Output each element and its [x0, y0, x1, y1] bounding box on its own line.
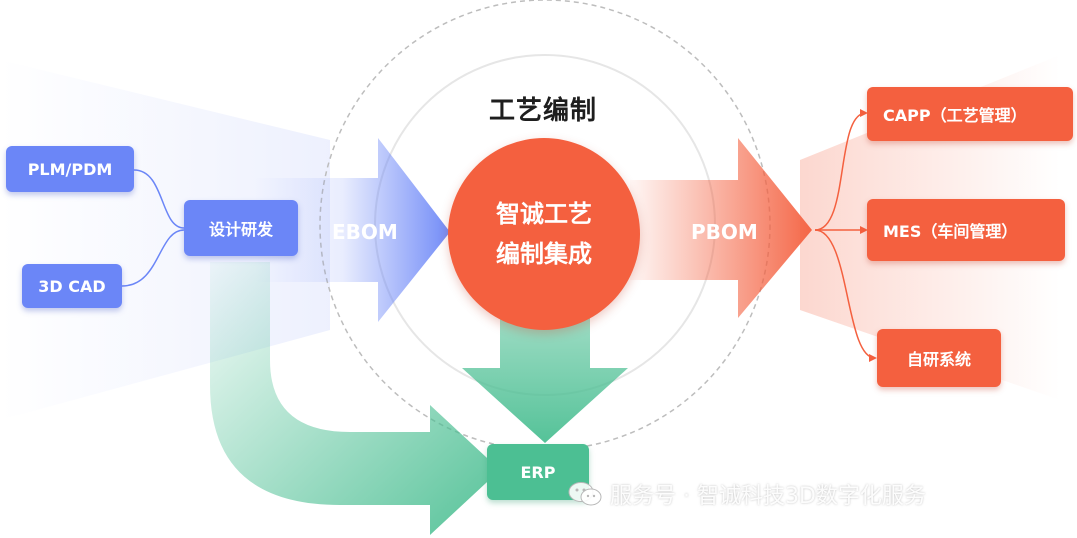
ebom-label: EBOM	[332, 220, 398, 244]
pbom-arrow	[630, 138, 812, 318]
plm-pdm-box: PLM/PDM	[6, 146, 134, 192]
plm-connector	[133, 169, 185, 229]
core-line-1: 智诚工艺	[496, 200, 592, 228]
erp-down-arrow	[462, 318, 628, 443]
core-process-circle: 智诚工艺 编制集成	[448, 138, 640, 330]
diagram-title: 工艺编制	[489, 96, 598, 126]
core-line-2: 编制集成	[496, 240, 592, 268]
design-rd-box: 设计研发	[184, 200, 298, 256]
self-arrowhead	[869, 354, 877, 362]
self-connector	[814, 229, 876, 359]
ebom-arrow	[255, 138, 450, 322]
cad-connector	[121, 229, 185, 287]
pbom-label: PBOM	[691, 220, 758, 244]
capp-box: CAPP（工艺管理）	[867, 87, 1073, 141]
3d-cad-box: 3D CAD	[22, 264, 122, 308]
wechat-icon	[568, 482, 602, 506]
green-curve-arrow	[210, 262, 500, 535]
self-developed-box: 自研系统	[877, 329, 1001, 387]
capp-arrowhead	[860, 109, 868, 117]
capp-connector	[814, 112, 867, 231]
watermark: 服务号 · 智诚科技3D数字化服务	[568, 478, 926, 510]
mes-arrowhead	[860, 226, 868, 234]
mes-box: MES（车间管理）	[867, 199, 1065, 261]
watermark-text: 服务号 · 智诚科技3D数字化服务	[610, 484, 926, 509]
